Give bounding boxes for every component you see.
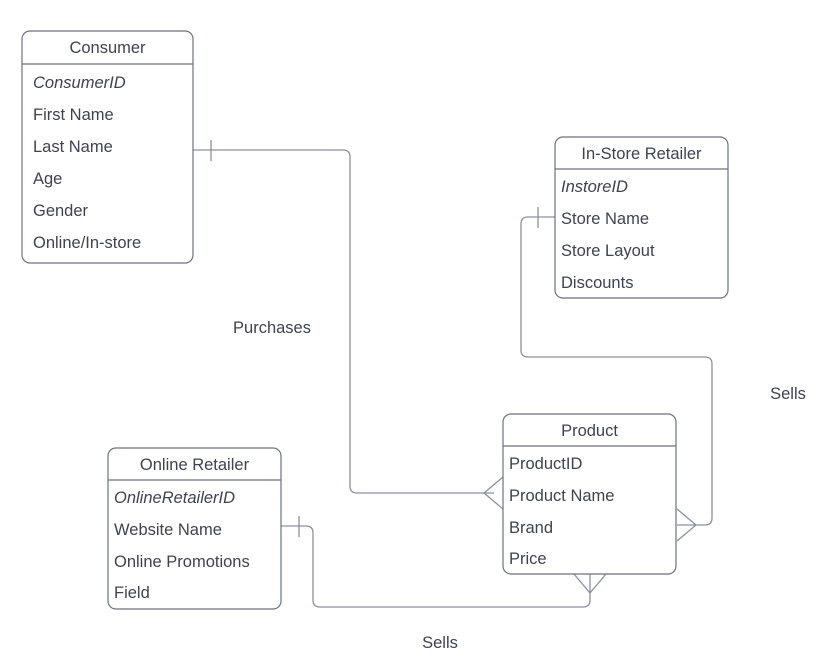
entity-product-attr-0: ProductID [509,455,582,473]
purchases-label: Purchases [233,319,311,337]
entity-online-retailer[interactable]: Online Retailer OnlineRetailerID Website… [107,447,282,610]
entity-product-attr-2: Brand [509,519,553,537]
entity-instore-retailer-title: In-Store Retailer [581,145,702,163]
entity-consumer-attr-2: Last Name [33,138,113,156]
entity-online-retailer-box[interactable] [107,447,282,610]
entity-instore-retailer-attr-1: Store Name [561,210,649,228]
sells-online-label: Sells [422,634,458,652]
entity-product-attr-1: Product Name [509,487,614,505]
entity-online-retailer-attr-2: Online Promotions [114,553,250,571]
entity-consumer-attr-5: Online/In-store [33,234,141,252]
entity-instore-retailer-box[interactable] [554,136,729,299]
sells-online-crow-foot-product [573,573,607,595]
entity-consumer-box[interactable] [21,30,194,264]
entity-online-retailer-attr-0: OnlineRetailerID [114,489,235,507]
entity-consumer-attr-0: ConsumerID [33,74,126,92]
entity-consumer-attr-3: Age [33,170,62,188]
entity-instore-retailer-attr-0: InstoreID [561,178,628,196]
sells-instore-crow-foot-product [676,508,698,542]
entity-consumer[interactable]: Consumer ConsumerID First Name Last Name… [21,30,194,264]
entity-product-box[interactable] [502,413,677,575]
entity-consumer-attr-4: Gender [33,202,89,220]
entity-product-attr-3: Price [509,550,547,568]
sells-instore-label: Sells [770,385,806,403]
entity-consumer-title: Consumer [69,39,146,57]
entity-instore-retailer-attr-2: Store Layout [561,242,655,260]
entity-instore-retailer-attr-3: Discounts [561,274,633,292]
purchases-connector-line[interactable] [193,149,494,494]
entity-consumer-attr-1: First Name [33,106,114,124]
relationship-sells-instore[interactable]: Sells [520,207,806,542]
relationship-purchases[interactable]: Purchases [193,140,504,510]
sells-instore-connector-line[interactable] [520,216,713,526]
entity-online-retailer-attr-1: Website Name [114,521,222,539]
entity-instore-retailer[interactable]: In-Store Retailer InstoreID Store Name S… [554,136,729,299]
entity-online-retailer-attr-3: Field [114,584,150,602]
entity-product[interactable]: Product ProductID Product Name Brand Pri… [502,413,677,575]
purchases-crow-foot-product [482,476,504,510]
entity-online-retailer-title: Online Retailer [140,456,250,474]
relationship-sells-online[interactable]: Sells [281,516,607,652]
entity-product-title: Product [561,422,618,440]
sells-online-connector-line[interactable] [281,525,591,608]
